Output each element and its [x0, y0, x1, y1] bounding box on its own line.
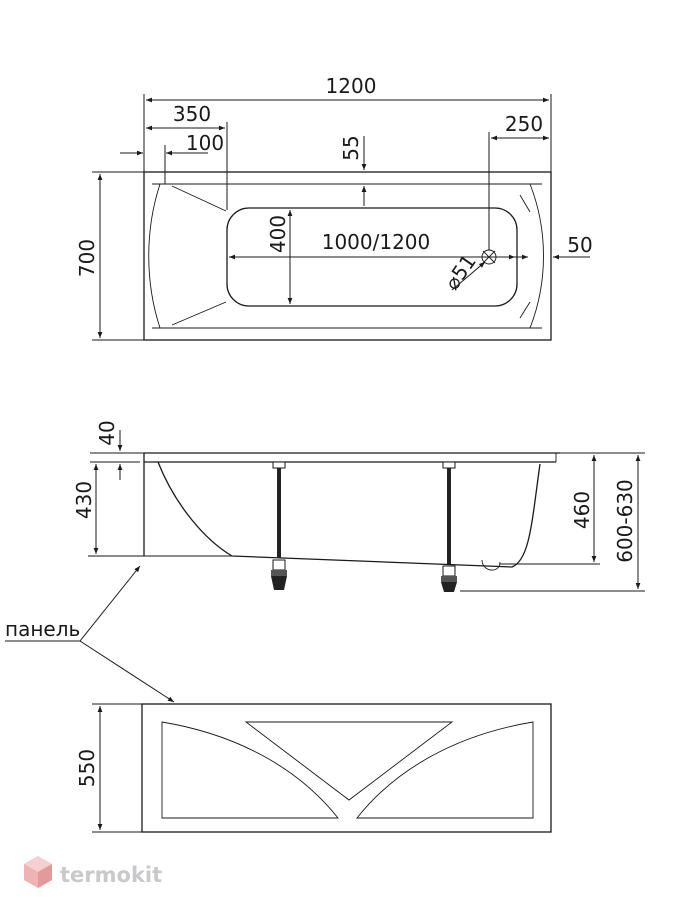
dim-offset-small: 100 [186, 131, 224, 155]
panel-label: панель [5, 617, 80, 641]
dim-inner-length: 1000/1200 [322, 230, 431, 254]
dim-offset-left: 350 [173, 102, 211, 126]
dim-total-height: 600-630 [613, 479, 637, 563]
foot-left [271, 576, 287, 590]
dim-length: 1200 [326, 74, 377, 98]
brand-logo: termokit [24, 856, 162, 888]
dim-offset-side: 50 [567, 233, 592, 257]
dim-offset-right: 250 [505, 112, 543, 136]
dim-rim-height: 40 [95, 420, 119, 445]
dim-body-height: 430 [72, 481, 96, 519]
tub-body-side [157, 461, 541, 568]
dim-panel-height: 550 [75, 749, 99, 787]
panel-left-lens [161, 721, 339, 819]
dim-offset-top: 55 [339, 135, 363, 160]
left-curve [148, 183, 161, 329]
right-curve [529, 183, 544, 329]
dim-width: 700 [75, 239, 99, 277]
panel-outline [141, 703, 552, 833]
panel-right-lens [356, 721, 534, 819]
tub-outline-top [143, 171, 552, 341]
dim-drain-diameter: ⌀51 [440, 250, 481, 294]
top-view: 1200 350 100 55 250 700 400 1000/1200 ⌀5… [75, 74, 593, 341]
dim-inner-width: 400 [266, 215, 290, 253]
brand-name: termokit [60, 863, 162, 887]
panel-view: панель 550 [5, 565, 552, 833]
side-view: 40 430 460 600-630 [72, 420, 645, 592]
panel-center-triangle [244, 721, 454, 801]
foot-right [441, 582, 457, 592]
dim-depth: 460 [570, 491, 594, 529]
